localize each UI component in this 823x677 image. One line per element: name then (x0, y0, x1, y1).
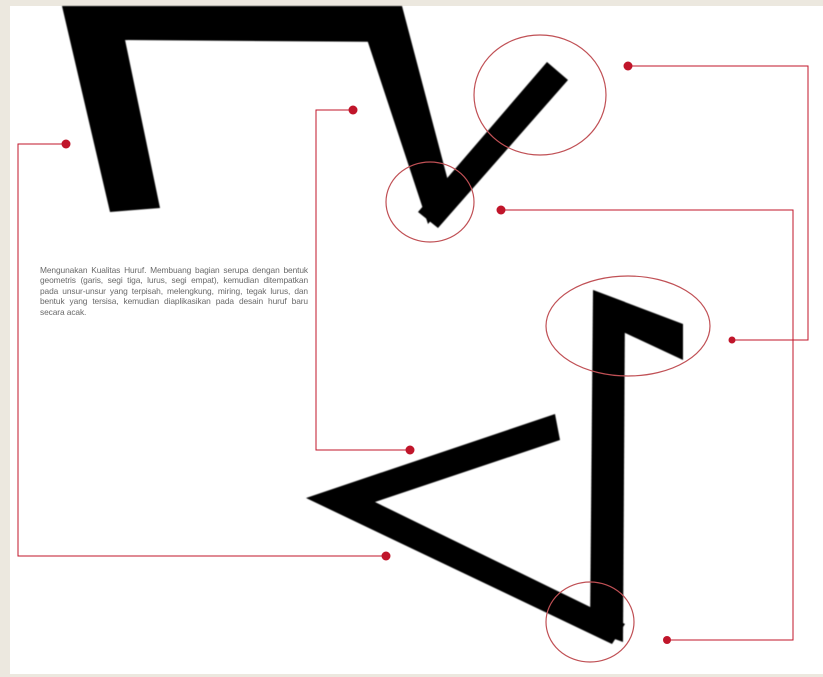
connector-dot (624, 62, 633, 71)
connector-dot (497, 206, 506, 215)
glyph-stroke-check-arm (418, 62, 568, 228)
connector-middle-loop (316, 110, 410, 450)
connector-right-upper-loop (628, 66, 808, 340)
connector-dot (663, 636, 671, 644)
glyph-stroke-vertical-bar (590, 290, 625, 642)
connector-dot (406, 446, 415, 455)
glyph-stroke-top-band (110, 6, 396, 42)
connector-dot (382, 552, 391, 561)
connector-dot (62, 140, 71, 149)
caption-text: Mengunakan Kualitas Huruf. Membuang bagi… (40, 265, 308, 317)
connector-dot (349, 106, 358, 115)
connector-dot (729, 337, 736, 344)
glyph-stroke-chevron (306, 414, 625, 644)
